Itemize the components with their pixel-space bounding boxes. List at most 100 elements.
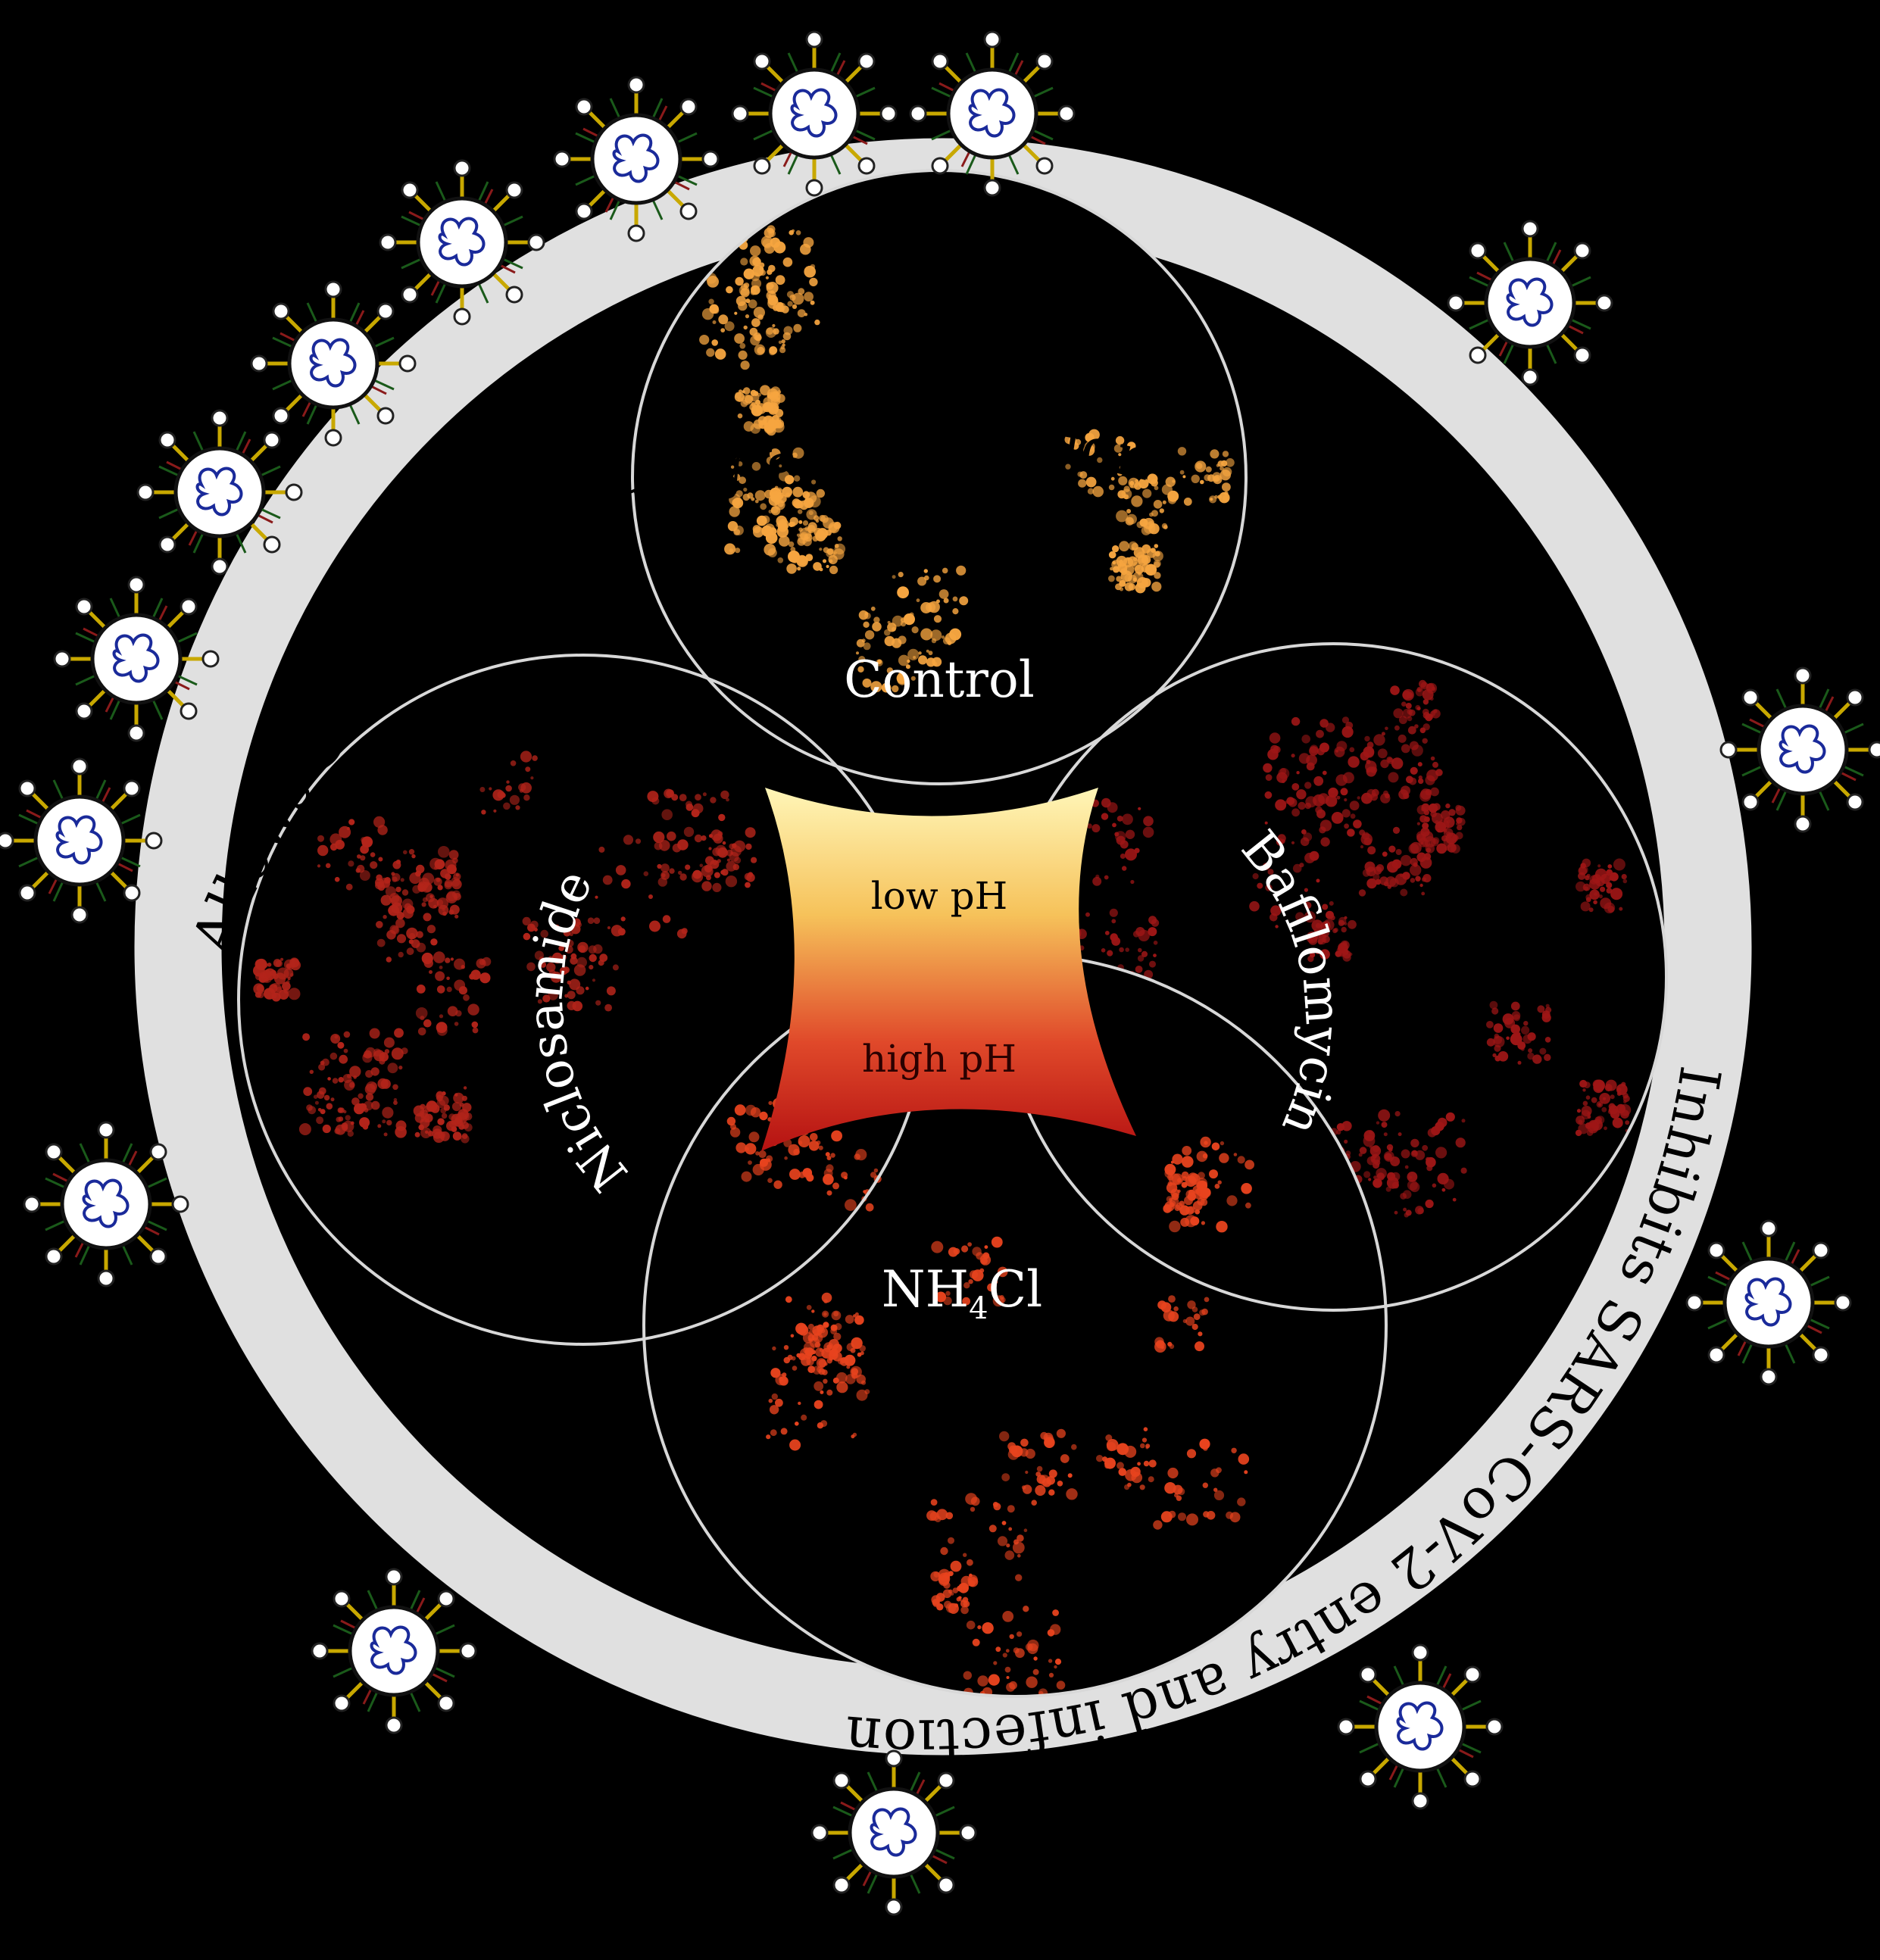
- fluorescence-speckle: [1204, 1141, 1208, 1145]
- fluorescence-speckle: [253, 983, 264, 994]
- fluorescence-speckle: [1085, 432, 1095, 442]
- fluorescence-speckle: [776, 526, 789, 538]
- fluorescence-speckle: [1115, 435, 1125, 445]
- fluorescence-speckle: [1201, 1221, 1205, 1225]
- fluorescence-speckle: [804, 1351, 813, 1359]
- fluorescence-speckle: [1071, 442, 1079, 450]
- fluorescence-speckle: [1544, 1053, 1551, 1062]
- fluorescence-speckle: [1116, 1462, 1124, 1470]
- fluorescence-speckle: [789, 521, 795, 528]
- fluorescence-speckle: [1411, 1150, 1418, 1156]
- fluorescence-speckle: [1168, 1510, 1176, 1518]
- panel-label-control: Control: [844, 651, 1035, 709]
- fluorescence-speckle: [1435, 820, 1439, 825]
- fluorescence-speckle: [322, 1124, 331, 1134]
- fluorescence-speckle: [1172, 479, 1176, 483]
- fluorescence-speckle: [931, 638, 937, 644]
- fluorescence-speckle: [1331, 812, 1344, 824]
- fluorescence-speckle: [615, 865, 626, 875]
- fluorescence-speckle: [1585, 875, 1590, 881]
- fluorescence-speckle: [766, 456, 775, 465]
- fluorescence-speckle: [747, 492, 754, 499]
- fluorescence-speckle: [1035, 1484, 1046, 1497]
- fluorescence-speckle: [1153, 941, 1158, 945]
- fluorescence-speckle: [770, 391, 781, 402]
- fluorescence-speckle: [436, 985, 445, 994]
- fluorescence-speckle: [1366, 866, 1376, 877]
- fluorescence-speckle: [729, 493, 741, 506]
- fluorescence-speckle: [1295, 912, 1304, 922]
- fluorescence-speckle: [1213, 1490, 1225, 1500]
- fluorescence-speckle: [1131, 542, 1139, 551]
- fluorescence-speckle: [997, 1266, 1008, 1278]
- fluorescence-speckle: [1315, 949, 1321, 954]
- fluorescence-speckle: [391, 1047, 404, 1060]
- fluorescence-speckle: [753, 332, 762, 341]
- fluorescence-speckle: [1107, 950, 1113, 957]
- fluorescence-speckle: [826, 1164, 834, 1172]
- fluorescence-speckle: [892, 626, 896, 632]
- fluorescence-speckle: [394, 1028, 404, 1038]
- fluorescence-speckle: [1182, 475, 1186, 479]
- fluorescence-speckle: [789, 1439, 801, 1451]
- fluorescence-speckle: [679, 794, 687, 801]
- fluorescence-speckle: [932, 657, 942, 667]
- fluorescence-speckle: [760, 503, 767, 510]
- fluorescence-speckle: [1544, 1037, 1551, 1043]
- fluorescence-speckle: [831, 1130, 842, 1142]
- fluorescence-speckle: [1116, 816, 1123, 822]
- fluorescence-speckle: [777, 557, 784, 563]
- fluorescence-speckle: [968, 1279, 973, 1284]
- fluorescence-speckle: [1123, 485, 1130, 492]
- fluorescence-speckle: [907, 648, 920, 661]
- fluorescence-speckle: [795, 1422, 799, 1426]
- fluorescence-speckle: [1385, 726, 1388, 731]
- fluorescence-speckle: [393, 1100, 398, 1105]
- fluorescence-speckle: [1322, 770, 1327, 776]
- fluorescence-speckle: [855, 1149, 867, 1161]
- fluorescence-speckle: [361, 836, 373, 848]
- fluorescence-speckle: [376, 938, 386, 947]
- fluorescence-speckle: [662, 915, 671, 923]
- fluorescence-speckle: [1592, 1079, 1603, 1090]
- fluorescence-speckle: [479, 787, 486, 792]
- fluorescence-speckle: [845, 1199, 857, 1211]
- fluorescence-speckle: [963, 1282, 970, 1289]
- fluorescence-speckle: [1237, 1497, 1246, 1506]
- fluorescence-speckle: [1056, 1428, 1066, 1438]
- fluorescence-speckle: [948, 1571, 954, 1577]
- fluorescence-speckle: [823, 517, 834, 529]
- fluorescence-speckle: [1276, 772, 1288, 783]
- fluorescence-speckle: [726, 797, 729, 802]
- fluorescence-speckle: [660, 863, 670, 872]
- fluorescence-speckle: [1173, 1306, 1179, 1312]
- fluorescence-speckle: [1148, 1459, 1157, 1468]
- fluorescence-speckle: [1023, 1528, 1028, 1532]
- fluorescence-speckle: [345, 883, 353, 891]
- fluorescence-speckle: [711, 339, 718, 346]
- fluorescence-speckle: [396, 911, 404, 920]
- fluorescence-speckle: [704, 864, 713, 873]
- fluorescence-speckle: [396, 934, 407, 944]
- fluorescence-speckle: [1394, 1111, 1401, 1117]
- fluorescence-speckle: [775, 275, 785, 286]
- fluorescence-speckle: [1390, 685, 1400, 695]
- fluorescence-speckle: [1306, 932, 1318, 944]
- fluorescence-speckle: [1432, 1183, 1437, 1188]
- fluorescence-speckle: [940, 1546, 948, 1556]
- fluorescence-speckle: [780, 1428, 788, 1435]
- fluorescence-speckle: [563, 929, 571, 937]
- fluorescence-speckle: [370, 861, 378, 869]
- fluorescence-speckle: [1057, 1481, 1063, 1487]
- fluorescence-speckle: [1111, 560, 1122, 570]
- fluorescence-speckle: [742, 387, 751, 395]
- fluorescence-speckle: [343, 1048, 348, 1053]
- fluorescence-speckle: [1132, 577, 1138, 582]
- fluorescence-speckle: [1054, 1659, 1062, 1665]
- fluorescence-speckle: [1340, 950, 1347, 957]
- fluorescence-speckle: [1112, 545, 1120, 553]
- fluorescence-speckle: [342, 1120, 354, 1132]
- fluorescence-speckle: [330, 1097, 335, 1102]
- fluorescence-speckle: [796, 1353, 801, 1358]
- fluorescence-speckle: [1220, 460, 1228, 467]
